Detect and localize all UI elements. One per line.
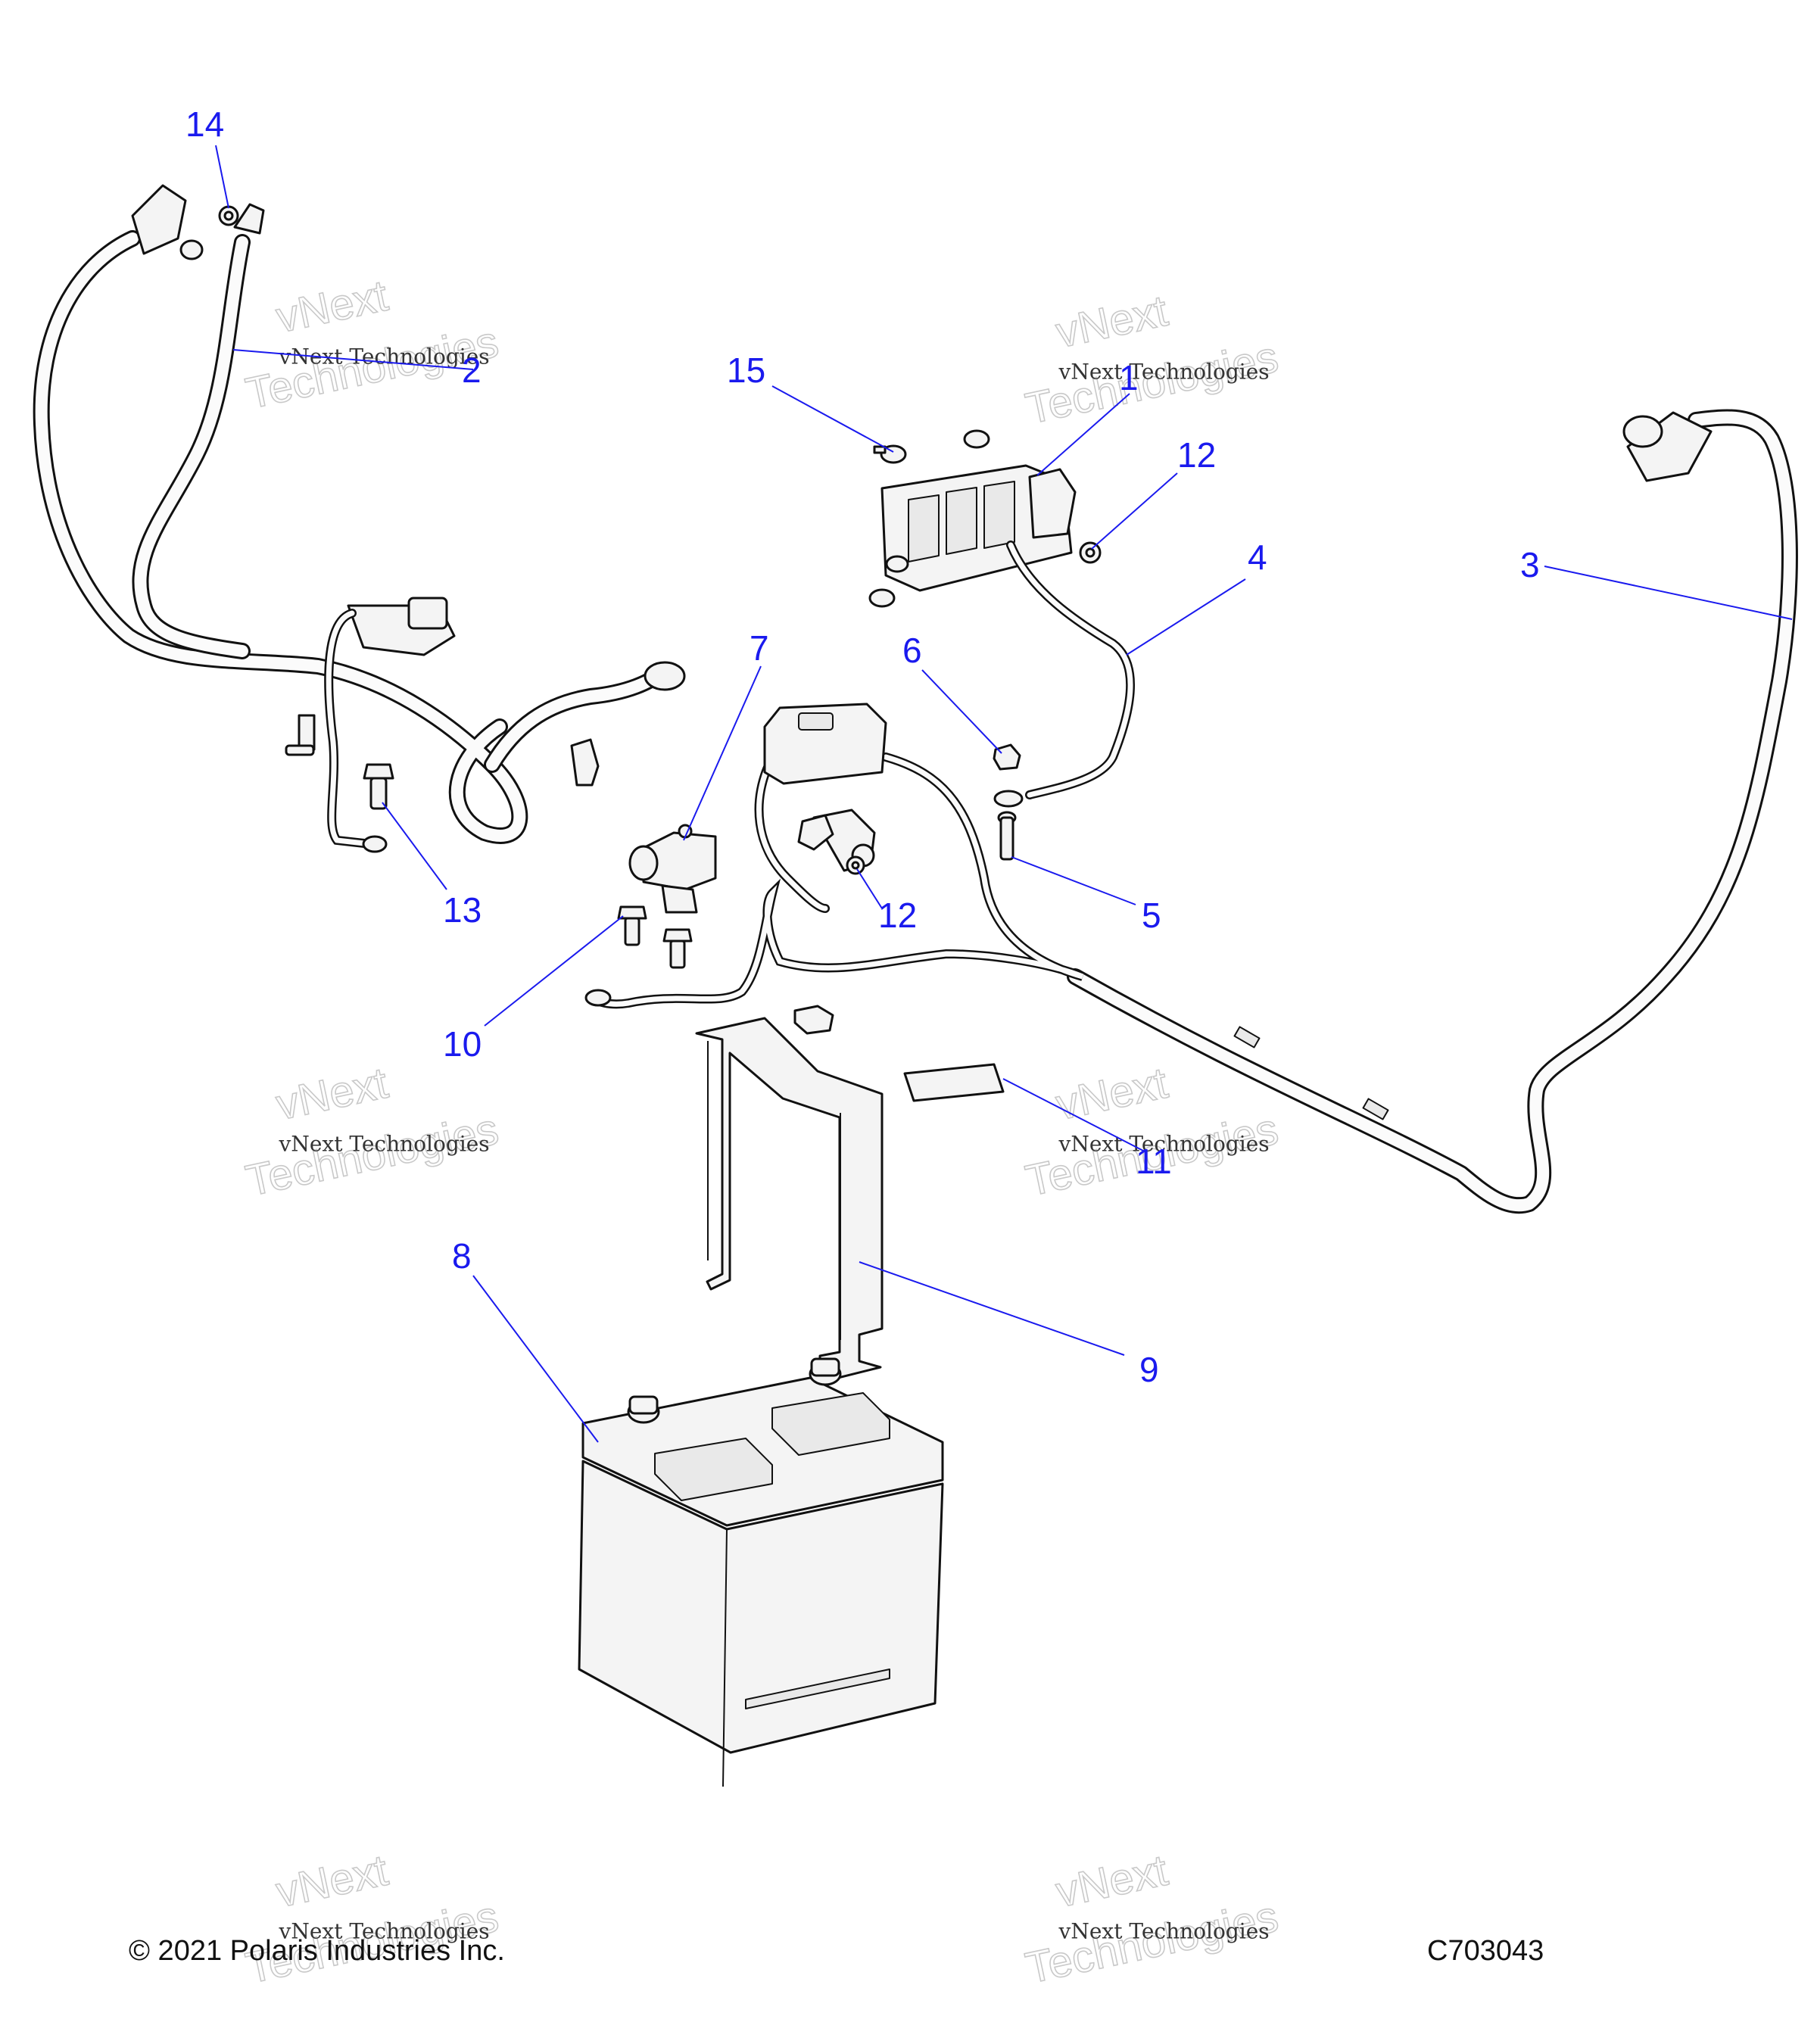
callout-2: 2 <box>462 351 482 390</box>
callouts: 14 2 15 1 12 4 3 6 7 5 12 13 10 11 9 8 <box>185 104 1540 1389</box>
solenoid-7 <box>628 824 717 914</box>
hardware-14 <box>179 205 239 260</box>
leader-7 <box>683 665 762 841</box>
leader-12-lower <box>856 868 883 909</box>
leader-14 <box>215 145 229 209</box>
callout-12-upper: 12 <box>1177 435 1216 475</box>
callout-15: 15 <box>727 351 765 390</box>
callout-11: 11 <box>1136 1142 1172 1181</box>
svg-text:vNext: vNext <box>1052 286 1172 357</box>
battery-cable-3 <box>1067 409 1798 1214</box>
callout-10: 10 <box>443 1024 482 1064</box>
callout-5: 5 <box>1142 896 1161 935</box>
leader-6 <box>921 669 1002 754</box>
callout-6: 6 <box>902 631 922 670</box>
watermark-6: vNext Technologies vNext Technologies <box>1021 1845 1282 1994</box>
callout-7: 7 <box>750 628 769 668</box>
callout-9: 9 <box>1139 1350 1159 1389</box>
callout-14: 14 <box>185 104 224 144</box>
callout-12-lower: 12 <box>878 896 917 935</box>
leader-4 <box>1126 578 1246 656</box>
svg-text:vNext: vNext <box>1052 1058 1172 1129</box>
leader-3 <box>1544 566 1793 620</box>
leader-11 <box>1002 1078 1144 1151</box>
fuse-box-1 <box>880 464 1136 808</box>
screws-15 <box>868 429 990 608</box>
svg-text:vNext Technologies: vNext Technologies <box>279 1919 490 1944</box>
figure-code: C703043 <box>1427 1935 1544 1967</box>
terminal-nut <box>793 1005 834 1035</box>
leader-12-upper <box>1091 472 1178 550</box>
decal-11 <box>903 1063 1005 1102</box>
battery-8 <box>578 1357 944 1787</box>
leader-2 <box>232 349 474 370</box>
svg-text:vNext: vNext <box>1052 1846 1172 1917</box>
watermark-1: vNext Technologies vNext Technologies <box>241 270 503 419</box>
bolt-13 <box>363 763 394 810</box>
bolts-10 <box>617 905 693 969</box>
watermark-5: vNext Technologies vNext Technologies <box>241 1845 503 1994</box>
callout-1: 1 <box>1119 358 1139 397</box>
svg-text:vNext: vNext <box>272 1058 392 1129</box>
leader-13 <box>382 802 447 890</box>
leader-5 <box>1011 856 1136 905</box>
svg-text:vNext Technologies: vNext Technologies <box>279 1132 490 1157</box>
svg-text:vNext: vNext <box>272 1846 392 1917</box>
copyright-text: © 2021 Polaris Industries Inc. <box>129 1935 505 1967</box>
leader-lines <box>215 145 1793 1443</box>
callout-4: 4 <box>1248 537 1267 577</box>
leader-9 <box>859 1261 1125 1356</box>
leader-15 <box>771 385 894 453</box>
svg-text:vNext Technologies: vNext Technologies <box>1058 1132 1270 1157</box>
svg-text:vNext: vNext <box>272 271 392 342</box>
nut-12-upper <box>1079 541 1102 564</box>
callout-8: 8 <box>452 1236 472 1276</box>
leader-1 <box>1036 393 1130 476</box>
main-harness <box>584 703 1085 1009</box>
callout-3: 3 <box>1520 545 1540 584</box>
svg-text:vNext Technologies: vNext Technologies <box>1058 1919 1270 1944</box>
battery-cable-2 <box>33 184 686 853</box>
nut-12-lower <box>846 855 865 875</box>
hold-down-strap-9 <box>695 1017 884 1384</box>
screw-5 <box>997 811 1017 861</box>
leader-8 <box>472 1275 599 1443</box>
leader-10 <box>484 915 624 1027</box>
callout-13: 13 <box>443 890 482 930</box>
svg-text:vNext Technologies: vNext Technologies <box>1058 360 1270 385</box>
watermark-2: vNext Technologies vNext Technologies <box>1021 285 1282 435</box>
